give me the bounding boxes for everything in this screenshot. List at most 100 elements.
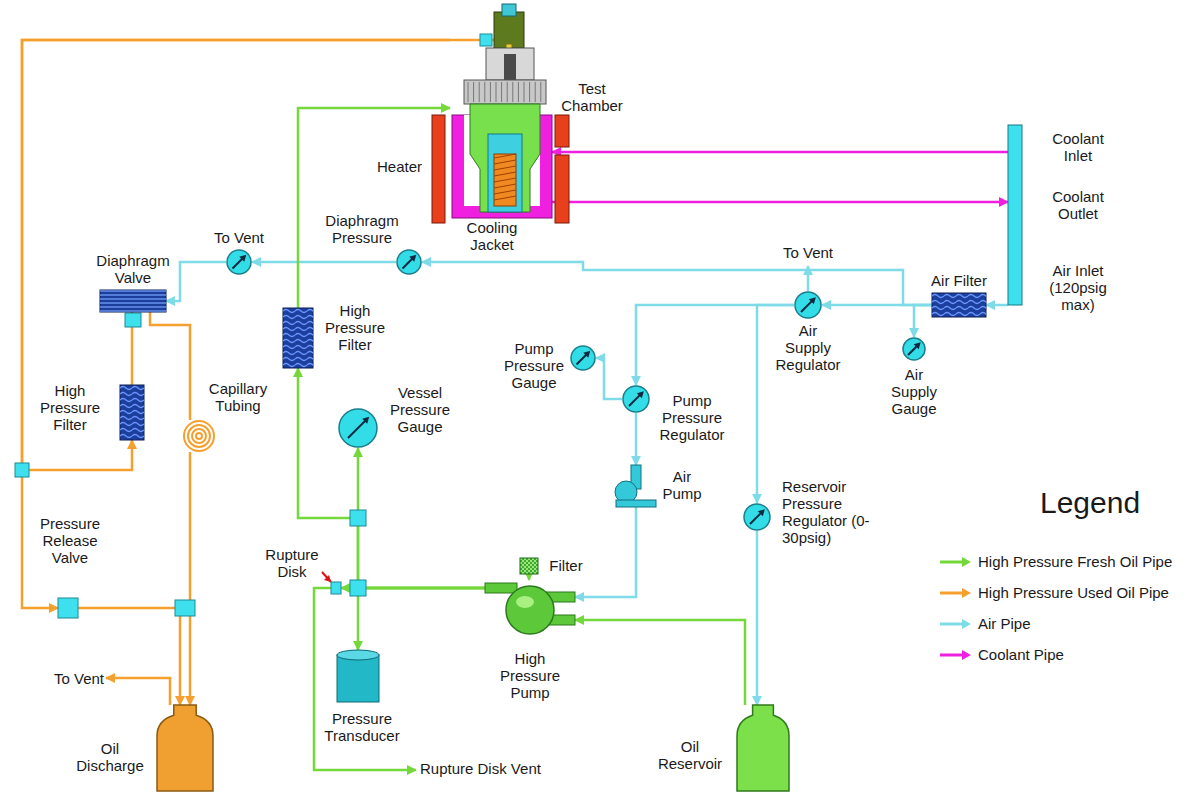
component-label: Reservoir Pressure Regulator (0-30psig) (782, 478, 870, 546)
component-label: Diaphragm Pressure (322, 212, 402, 246)
drawing-line (940, 623, 964, 626)
drawing-rect (452, 115, 552, 218)
component-shape (183, 420, 215, 452)
component-shape (902, 337, 926, 361)
legend-swatch (938, 646, 972, 664)
drawing-circle (188, 425, 210, 447)
component-label: Coolant Outlet (1038, 188, 1118, 222)
drawing-path (962, 588, 971, 598)
pipe-connector (358, 448, 485, 588)
drawing-rect (432, 115, 445, 223)
drawing-line (529, 82, 530, 102)
drawing-line (524, 82, 525, 102)
drawing-line (518, 82, 519, 102)
component-label: Pressure Transducer (317, 710, 407, 744)
component-gauge: Pump Pressure Gauge (570, 345, 596, 371)
component-label: Filter (541, 557, 591, 574)
drawing-circle (571, 346, 595, 370)
drawing-rect (932, 293, 986, 317)
drawing-circle (184, 421, 214, 451)
drawing-rect (464, 80, 546, 104)
component-pump: High Pressure Pump (485, 580, 575, 635)
pipe-connector (756, 531, 759, 705)
pipe-connector (78, 608, 180, 705)
pipe-connector (757, 305, 794, 503)
free-label: To Vent (773, 244, 843, 262)
drawing-line (473, 82, 474, 102)
drawing-rect (120, 385, 144, 440)
drawing-path (962, 650, 971, 660)
component-shape (100, 290, 166, 312)
pipe-connector (575, 620, 745, 705)
legend-swatch (938, 553, 972, 571)
drawing-path (914, 342, 921, 349)
component-label: Pressure Release Valve (30, 515, 110, 566)
drawing-line (494, 190, 516, 194)
pipe-connector (422, 262, 932, 305)
legend-swatch (938, 584, 972, 602)
drawing-line (535, 82, 536, 102)
pipe-connector (914, 305, 932, 337)
component-valve: Diaphragm Valve (100, 290, 166, 312)
legend-row: Coolant Pipe (938, 646, 1200, 666)
drawing-circle (506, 586, 554, 634)
drawing-line (496, 82, 497, 102)
drawing-circle (623, 386, 649, 412)
pipe-connector (298, 108, 450, 308)
component-shape (226, 249, 252, 275)
drawing-line (348, 420, 366, 438)
pipe-connector (552, 151, 1008, 154)
component-shape (450, 4, 550, 216)
component-gauge: Air Supply Gauge (902, 337, 926, 361)
legend-text: High Pressure Used Oil Pipe (978, 584, 1169, 601)
drawing-rect (350, 510, 366, 526)
pipe-connector (22, 40, 450, 470)
pipe-connector (575, 507, 636, 597)
component-shape (794, 291, 822, 319)
component-bottleO: Oil Discharge (157, 705, 213, 791)
component-shape (737, 705, 789, 791)
drawing-rect (488, 134, 522, 212)
drawing-line (494, 196, 516, 200)
drawing-rect (494, 12, 524, 48)
drawing-rect (350, 580, 366, 596)
legend-text: Coolant Pipe (978, 646, 1064, 663)
pipe-connector (636, 305, 794, 385)
drawing-rect (932, 293, 986, 317)
drawing-rect (494, 154, 516, 206)
drawing-line (494, 160, 516, 164)
drawing-circle (196, 433, 202, 439)
drawing-path (962, 619, 971, 629)
drawing-path (324, 575, 331, 582)
drawing-rect (15, 463, 29, 477)
drawing-path (583, 351, 590, 358)
component-label: High Pressure Filter (320, 302, 390, 353)
drawing-rect (480, 34, 492, 46)
component-shape (570, 345, 596, 371)
drawing-line (322, 572, 331, 582)
drawing-path (962, 557, 971, 567)
drawing-circle (339, 409, 377, 447)
component-label: Capillary Tubing (203, 380, 273, 414)
drawing-line (494, 184, 516, 188)
drawing-rect (504, 54, 516, 80)
component-shape (743, 503, 771, 531)
drawing-rect (337, 655, 379, 702)
legend-text: High Pressure Fresh Oil Pipe (978, 553, 1172, 570)
drawing-rect (331, 582, 341, 594)
pipe-connector (528, 574, 531, 580)
component-label: To Vent (204, 229, 274, 246)
drawing-rect (520, 558, 538, 574)
drawing-line (940, 561, 964, 564)
drawing-line (490, 82, 491, 102)
component-label: Rupture Disk (259, 546, 325, 580)
drawing-rect (464, 115, 540, 206)
component-gauge: Diaphragm Pressure (396, 249, 422, 275)
drawing-line (540, 82, 541, 102)
drawing-rect (100, 290, 166, 312)
component-gauge: To Vent (226, 249, 252, 275)
drawing-circle (227, 250, 251, 274)
component-filter: Air Filter (932, 293, 986, 317)
drawing-path (737, 705, 789, 791)
drawing-rect (486, 48, 534, 80)
